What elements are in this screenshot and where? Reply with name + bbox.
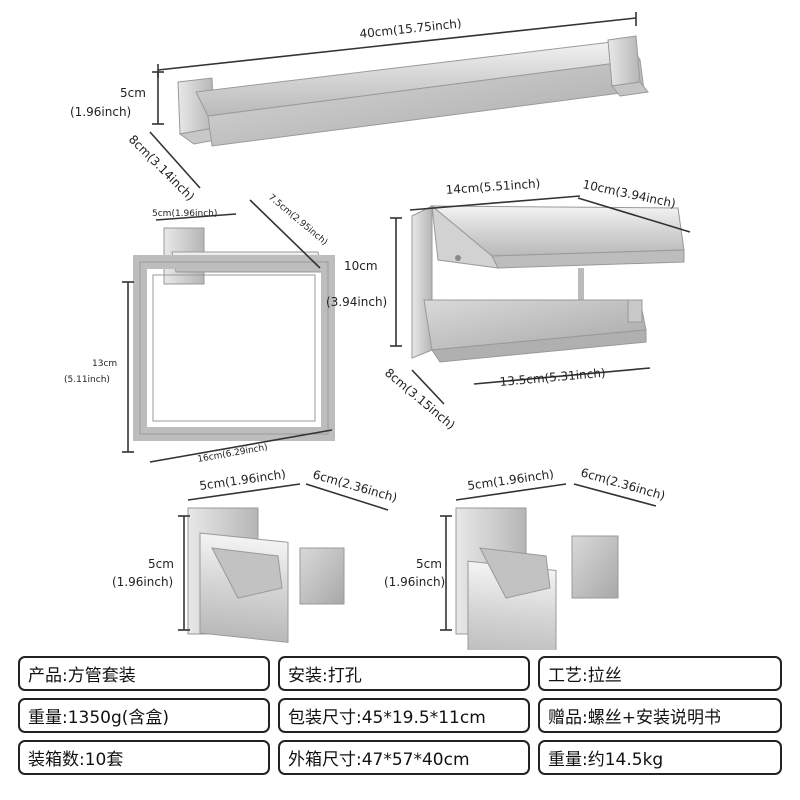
hook-2-illustration (455, 507, 619, 650)
towel-ring-dimension-lines (122, 199, 333, 463)
paper-holder-height-inch-label: (3.94inch) (326, 295, 387, 309)
hook-2-height-label: 5cm (416, 557, 442, 571)
paper-holder-height-label: 10cm (344, 259, 378, 273)
spec-craft-cell: 工艺:拉丝 (538, 656, 782, 691)
towel-bar-depth-label: 8cm(3.14inch) (126, 132, 198, 204)
spec-gift-cell: 赠品:螺丝+安装说明书 (538, 698, 782, 733)
towel-bar-height-inch-label: (1.96inch) (70, 105, 131, 119)
paper-holder-width-label: 14cm(5.51inch) (445, 176, 541, 197)
towel-ring-depth-label: 7.5cm(2.95inch) (266, 193, 329, 248)
spec-carton-size-cell: 外箱尺寸:47*57*40cm (278, 740, 530, 775)
hook-1-height-inch-label: (1.96inch) (112, 575, 173, 589)
towel-ring-base-width-label: 5cm(1.96inch) (152, 209, 217, 219)
hook-2-dimension-lines (440, 483, 657, 631)
hook-1-width-label: 5cm(1.96inch) (198, 467, 286, 493)
product-dimension-diagram: 40cm(15.75inch) 5cm (1.96inch) 8cm(3.14i… (64, 12, 691, 650)
towel-bar-height-label: 5cm (120, 86, 146, 100)
paper-holder-bar-length-label: 13.5cm(5.31inch) (499, 366, 606, 389)
spec-product-cell: 产品:方管套装 (18, 656, 270, 691)
hook-1-dimension-lines (178, 483, 389, 631)
spec-carton-weight-cell: 重量:约14.5kg (538, 740, 782, 775)
towel-ring-height-label: 13cm (92, 359, 117, 369)
towel-ring-illustration (133, 227, 335, 441)
spec-carton-quantity-cell: 装箱数:10套 (18, 740, 270, 775)
towel-ring-width-label: 16cm(6.29inch) (197, 443, 269, 465)
spec-package-size-cell: 包装尺寸:45*19.5*11cm (278, 698, 530, 733)
paper-holder-shelf-depth-label: 10cm(3.94inch) (581, 177, 677, 210)
spec-installation-cell: 安装:打孔 (278, 656, 530, 691)
hook-2-height-inch-label: (1.96inch) (384, 575, 445, 589)
towel-bar-dimension-lines (149, 12, 637, 189)
paper-holder-depth-label: 8cm(3.15inch) (382, 366, 458, 433)
towel-bar-illustration (177, 35, 649, 147)
paper-holder-illustration (411, 204, 685, 363)
hook-1-height-label: 5cm (148, 557, 174, 571)
hook-1-illustration (187, 507, 345, 643)
paper-holder-dimension-lines (390, 195, 691, 405)
spec-table: 产品:方管套装 安装:打孔 工艺:拉丝 重量:1350g(含盒) 包装尺寸:45… (18, 656, 782, 775)
hook-2-width-label: 5cm(1.96inch) (466, 467, 554, 493)
spec-weight-cell: 重量:1350g(含盒) (18, 698, 270, 733)
towel-bar-length-label: 40cm(15.75inch) (359, 16, 462, 41)
towel-ring-height-inch-label: (5.11inch) (64, 375, 110, 385)
